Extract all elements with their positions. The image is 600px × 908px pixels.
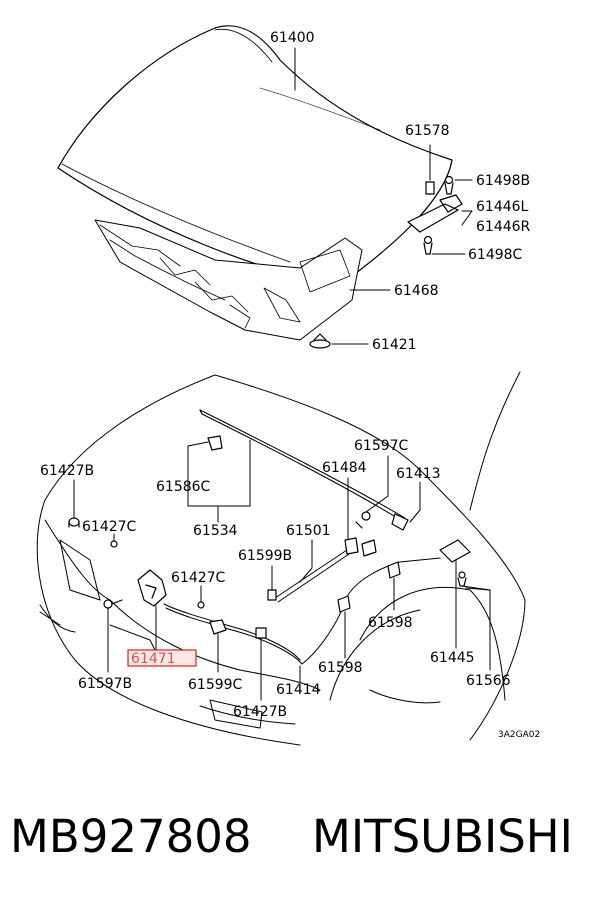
label-61534: 61534 <box>193 523 238 539</box>
label-61598-upper: 61598 <box>368 615 413 631</box>
footer: MB927808 MITSUBISHI <box>0 800 600 880</box>
label-61471: 61471 <box>131 651 176 667</box>
highlight-box <box>127 649 197 667</box>
drawing-code: 3A2GA02 <box>498 730 540 740</box>
label-61400: 61400 <box>270 30 315 46</box>
label-61445: 61445 <box>430 650 475 666</box>
hood-insulator <box>94 219 363 341</box>
hood-hinge-group <box>309 175 463 349</box>
label-61586c: 61586C <box>156 479 211 495</box>
car-body-outline <box>36 371 526 746</box>
label-61427b-bottom: 61427B <box>233 704 287 720</box>
label-61427c-left: 61427C <box>82 519 137 535</box>
label-61578: 61578 <box>405 123 450 139</box>
label-61446r: 61446R <box>476 219 531 235</box>
label-61597b: 61597B <box>78 676 132 692</box>
label-61414: 61414 <box>276 682 321 698</box>
hood-weatherstrip <box>199 409 409 531</box>
label-61498b: 61498B <box>476 173 530 189</box>
manufacturer-name: MITSUBISHI <box>312 810 573 863</box>
label-61427b-top: 61427B <box>40 463 94 479</box>
lower-parts <box>68 435 471 665</box>
label-61427c-mid: 61427C <box>171 570 226 586</box>
label-61468: 61468 <box>394 283 439 299</box>
label-61413: 61413 <box>396 466 441 482</box>
label-61599b: 61599B <box>238 548 292 564</box>
label-61599c: 61599C <box>188 677 243 693</box>
label-61484: 61484 <box>322 460 367 476</box>
label-61598-lower: 61598 <box>318 660 363 676</box>
parts-diagram: 61400 61578 61498B 61446L 61446R 61498C … <box>36 25 540 746</box>
label-61597c: 61597C <box>354 438 409 454</box>
label-61498c: 61498C <box>468 247 523 263</box>
label-61446l: 61446L <box>476 199 529 215</box>
label-61501: 61501 <box>286 523 331 539</box>
part-number: MB927808 <box>10 810 252 863</box>
label-61566: 61566 <box>466 673 511 689</box>
label-61421: 61421 <box>372 337 417 353</box>
